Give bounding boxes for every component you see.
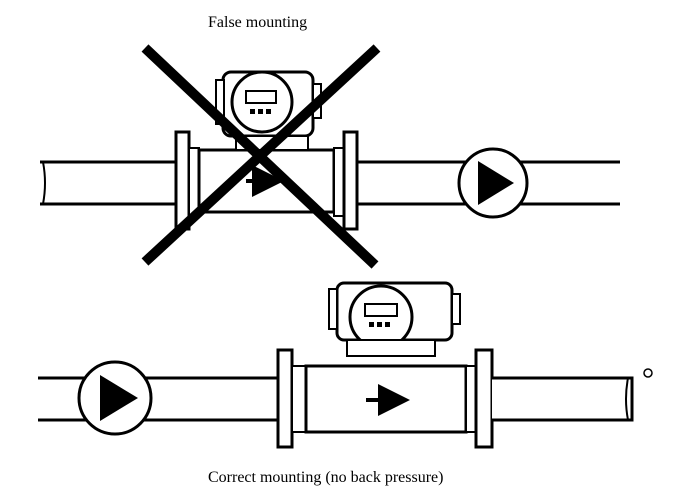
false-mounting-caption: False mounting <box>208 14 308 31</box>
pump-icon <box>77 360 153 436</box>
cross-out-icon <box>141 44 381 269</box>
flange-right-bottom <box>474 348 494 449</box>
flange-left-bottom-plate <box>291 365 307 433</box>
flange-left-bottom <box>276 348 294 449</box>
pipe-left-bottom <box>38 376 282 422</box>
correct-mounting-caption: Correct mounting (no back pressure) <box>208 469 444 486</box>
false-mounting-assembly <box>40 44 620 269</box>
flowmeter-icon <box>328 281 461 357</box>
pump-icon <box>457 147 529 219</box>
small-circle-marker <box>643 368 653 378</box>
pipe-left-top <box>40 160 187 206</box>
flange-left-top <box>174 130 191 231</box>
pipe-right-bottom <box>492 376 634 422</box>
flange-right-top <box>342 130 359 231</box>
correct-mounting-assembly <box>38 281 653 449</box>
